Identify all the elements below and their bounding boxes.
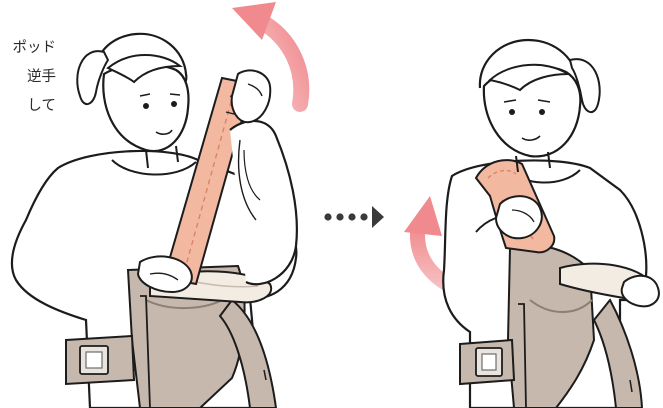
step-left-figure	[12, 2, 301, 408]
right-lower-hand	[622, 276, 659, 307]
right-upper-hand	[496, 196, 542, 238]
left-upper-hand	[232, 70, 271, 122]
step-right-figure	[404, 40, 659, 408]
right-head	[480, 40, 600, 172]
next-step-dots-icon	[324, 206, 384, 228]
left-head	[77, 34, 188, 168]
